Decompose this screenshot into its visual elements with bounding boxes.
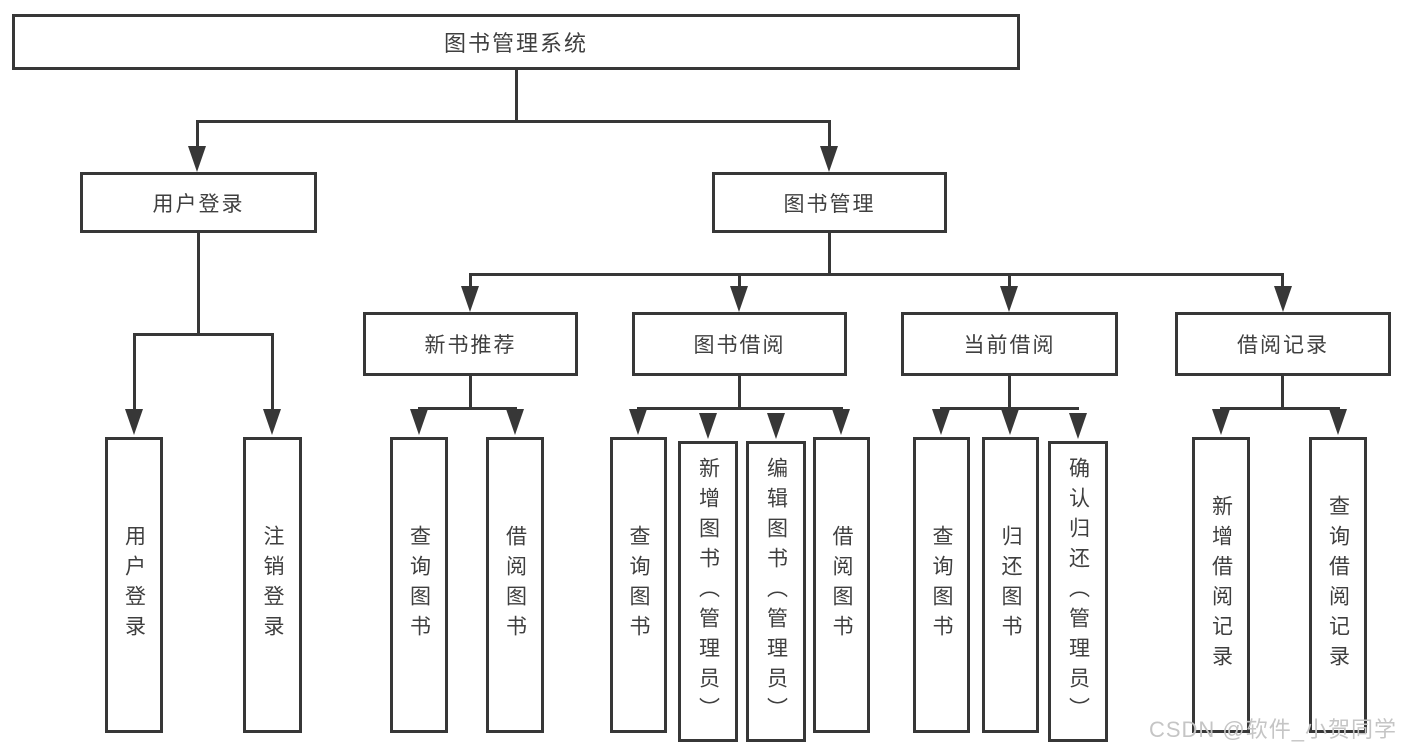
connector-to-leaf-logout <box>271 333 274 411</box>
leaf-logout-label: 注销登录 <box>261 525 285 645</box>
node-borrow-records: 借阅记录 <box>1175 312 1391 376</box>
leaf-borrow-borrow-label: 借阅图书 <box>830 525 854 645</box>
node-borrow-records-label: 借阅记录 <box>1237 334 1329 357</box>
leaf-new-books-borrow: 借阅图书 <box>486 437 544 733</box>
connector-to-borrow-records <box>1281 273 1284 292</box>
connector-to-user-login <box>196 120 199 150</box>
connector-book-mgmt-hline <box>469 273 1284 276</box>
connector-to-book-mgmt <box>828 120 831 150</box>
leaf-current-query-label: 查询图书 <box>930 525 954 645</box>
leaf-records-query: 查询借阅记录 <box>1309 437 1367 733</box>
arrow-to-book-mgmt <box>820 146 838 172</box>
connector-new-books-hline <box>418 407 517 410</box>
node-user-login: 用户登录 <box>80 172 317 233</box>
leaf-records-add: 新增借阅记录 <box>1192 437 1250 733</box>
leaf-borrow-add-admin-label: 新增图书（管理员） <box>696 456 720 727</box>
connector-to-new-books <box>469 273 472 292</box>
arrow-borrow-records-leaf-1 <box>1212 409 1230 435</box>
node-root-label: 图书管理系统 <box>443 31 588 56</box>
leaf-borrow-borrow: 借阅图书 <box>813 437 870 733</box>
leaf-records-add-label: 新增借阅记录 <box>1209 495 1233 675</box>
node-new-books: 新书推荐 <box>363 312 578 376</box>
arrow-current-borrow-leaf-1 <box>932 409 950 435</box>
connector-new-books-stub <box>469 376 472 407</box>
node-book-mgmt-label: 图书管理 <box>783 192 876 216</box>
connector-user-login-stub <box>197 233 200 333</box>
leaf-logout: 注销登录 <box>243 437 302 733</box>
arrow-to-leaf-login <box>125 409 143 435</box>
node-root: 图书管理系统 <box>12 14 1020 70</box>
leaf-records-query-label: 查询借阅记录 <box>1326 495 1350 675</box>
node-book-borrow-label: 图书借阅 <box>693 334 786 357</box>
node-book-borrow: 图书借阅 <box>632 312 847 376</box>
node-current-borrow: 当前借阅 <box>901 312 1118 376</box>
connector-root-stub <box>515 70 518 120</box>
leaf-current-return: 归还图书 <box>982 437 1039 733</box>
arrow-to-leaf-logout <box>263 409 281 435</box>
leaf-user-login-label: 用户登录 <box>122 525 146 645</box>
connector-book-borrow-hline <box>637 407 843 410</box>
csdn-watermark: CSDN @软件_小贺同学 <box>1148 717 1397 742</box>
leaf-current-confirm-admin-label: 确认归还（管理员） <box>1066 456 1090 727</box>
connector-book-borrow-stub <box>738 376 741 407</box>
connector-current-borrow-stub <box>1008 376 1011 407</box>
connector-borrow-records-stub <box>1281 376 1284 407</box>
connector-borrow-records-hline <box>1220 407 1340 410</box>
arrow-book-borrow-leaf-2 <box>699 413 717 439</box>
leaf-current-confirm-admin: 确认归还（管理员） <box>1048 441 1108 742</box>
leaf-borrow-edit-admin: 编辑图书（管理员） <box>746 441 806 742</box>
arrow-book-borrow-leaf-4 <box>832 409 850 435</box>
arrow-current-borrow-leaf-3 <box>1069 413 1087 439</box>
leaf-borrow-query: 查询图书 <box>610 437 667 733</box>
connector-to-current-borrow <box>1008 273 1011 292</box>
node-new-books-label: 新书推荐 <box>424 334 517 357</box>
connector-current-borrow-hline <box>940 407 1079 410</box>
leaf-new-books-query-label: 查询图书 <box>407 525 431 645</box>
leaf-borrow-edit-admin-label: 编辑图书（管理员） <box>764 456 788 727</box>
leaf-borrow-add-admin: 新增图书（管理员） <box>678 441 738 742</box>
connector-to-book-borrow <box>738 273 741 292</box>
arrow-to-new-books <box>461 286 479 312</box>
connector-root-hline <box>196 120 831 123</box>
arrow-to-book-borrow <box>730 286 748 312</box>
leaf-new-books-borrow-label: 借阅图书 <box>503 525 527 645</box>
leaf-current-return-label: 归还图书 <box>999 525 1023 645</box>
node-user-login-label: 用户登录 <box>152 192 245 216</box>
connector-user-login-hline <box>133 333 274 336</box>
node-current-borrow-label: 当前借阅 <box>963 334 1056 357</box>
node-book-mgmt: 图书管理 <box>712 172 947 233</box>
arrow-borrow-records-leaf-2 <box>1329 409 1347 435</box>
leaf-user-login: 用户登录 <box>105 437 163 733</box>
arrow-to-borrow-records <box>1274 286 1292 312</box>
arrow-to-current-borrow <box>1000 286 1018 312</box>
arrow-new-books-leaf-1 <box>410 409 428 435</box>
arrow-to-user-login <box>188 146 206 172</box>
connector-book-mgmt-stub <box>828 233 831 273</box>
leaf-new-books-query: 查询图书 <box>390 437 448 733</box>
leaf-current-query: 查询图书 <box>913 437 970 733</box>
arrow-book-borrow-leaf-3 <box>767 413 785 439</box>
leaf-borrow-query-label: 查询图书 <box>627 525 651 645</box>
connector-to-leaf-login <box>133 333 136 411</box>
arrow-book-borrow-leaf-1 <box>629 409 647 435</box>
arrow-current-borrow-leaf-2 <box>1001 409 1019 435</box>
arrow-new-books-leaf-2 <box>506 409 524 435</box>
